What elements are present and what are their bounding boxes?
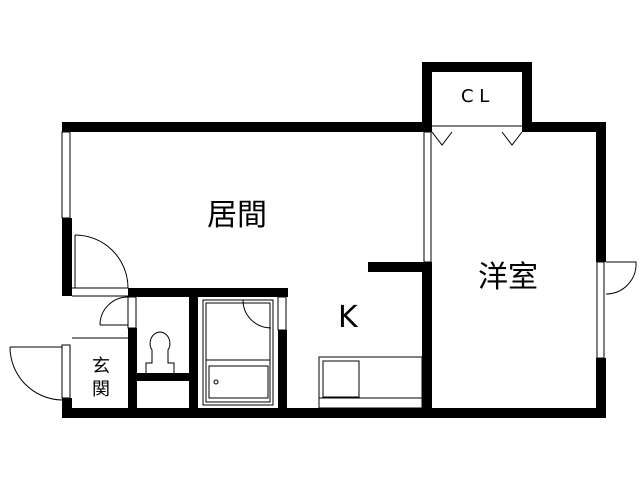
room-label-western: 洋室 xyxy=(478,260,538,295)
room-label-closet: C L xyxy=(461,86,490,107)
room-label-entrance-top: 玄 xyxy=(92,356,110,377)
room-label-kitchen: K xyxy=(338,300,358,335)
room-label-entrance-bottom: 関 xyxy=(92,379,110,400)
room-label-living: 居間 xyxy=(207,198,267,233)
